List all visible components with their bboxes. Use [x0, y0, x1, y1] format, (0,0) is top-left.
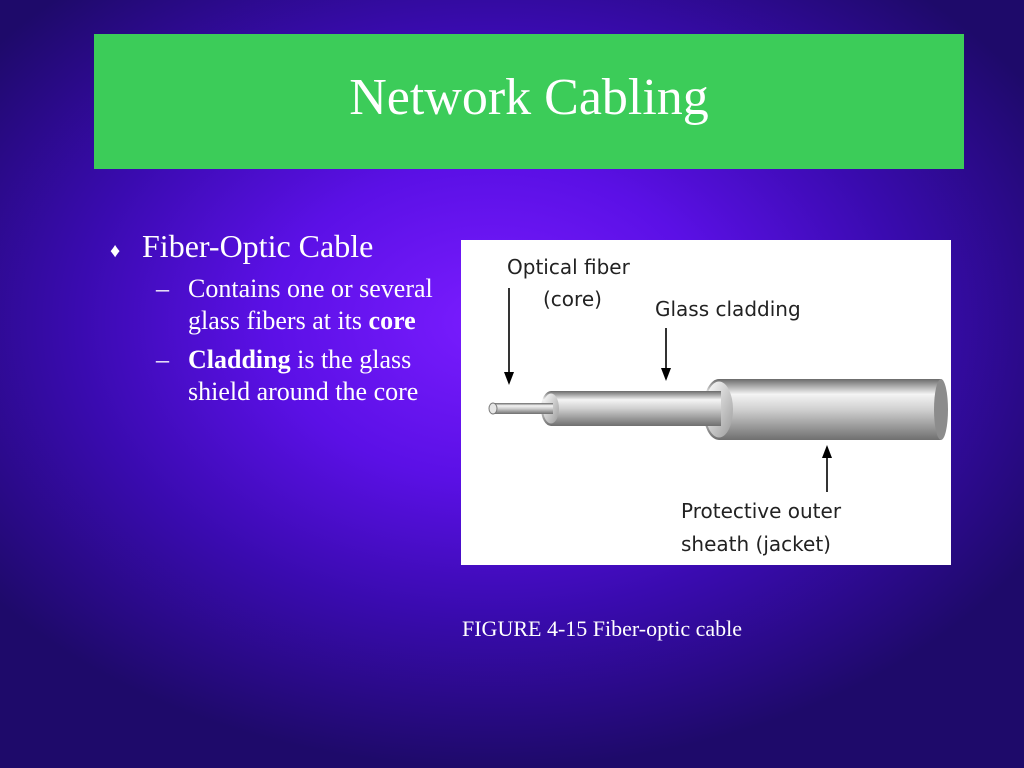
label-outer-sheath-2: sheath (jacket) [681, 532, 831, 556]
label-optical-fiber: Optical fiber [507, 255, 631, 279]
dash-marker: – [156, 274, 169, 303]
fiber-optic-figure: Optical fiber (core) Glass cladding Prot… [461, 240, 951, 565]
title-bar: Network Cabling [94, 34, 964, 169]
bullet-list: ♦ Fiber-Optic Cable – Contains one or se… [110, 228, 440, 408]
label-outer-sheath-1: Protective outer [681, 499, 842, 523]
cladding-term: Cladding [188, 345, 291, 375]
fiber-cable-illustration: Optical fiber (core) Glass cladding Prot… [488, 255, 948, 556]
fiber-cable-shape [488, 379, 948, 440]
diamond-bullet-icon: ♦ [110, 240, 121, 262]
arrow-optical-fiber [504, 288, 514, 385]
sub-bullet-text: Cladding is the glass shield around the … [188, 344, 440, 407]
sub-bullet-cladding: – Cladding is the glass shield around th… [156, 344, 440, 407]
bullet-fiber-optic-cable: Fiber-Optic Cable [142, 228, 374, 264]
bullet-level1: ♦ Fiber-Optic Cable [110, 228, 440, 265]
label-core: (core) [543, 287, 602, 311]
sub-bullet-core: – Contains one or several glass fibers a… [156, 273, 440, 336]
page-title: Network Cabling [349, 69, 709, 126]
sub-bullet-text: Contains one or several glass fibers at … [188, 273, 440, 336]
arrow-glass-cladding [661, 328, 671, 381]
label-glass-cladding: Glass cladding [655, 297, 801, 321]
sub-bullet-suffix: is the glass shield around the core [188, 345, 419, 407]
arrow-outer-sheath [822, 445, 832, 492]
core-term: core [368, 305, 416, 335]
figure-caption: FIGURE 4-15 Fiber-optic cable [462, 616, 742, 641]
sub-bullet-prefix: Contains one or several glass fibers at … [188, 274, 433, 335]
dash-marker: – [156, 345, 169, 375]
